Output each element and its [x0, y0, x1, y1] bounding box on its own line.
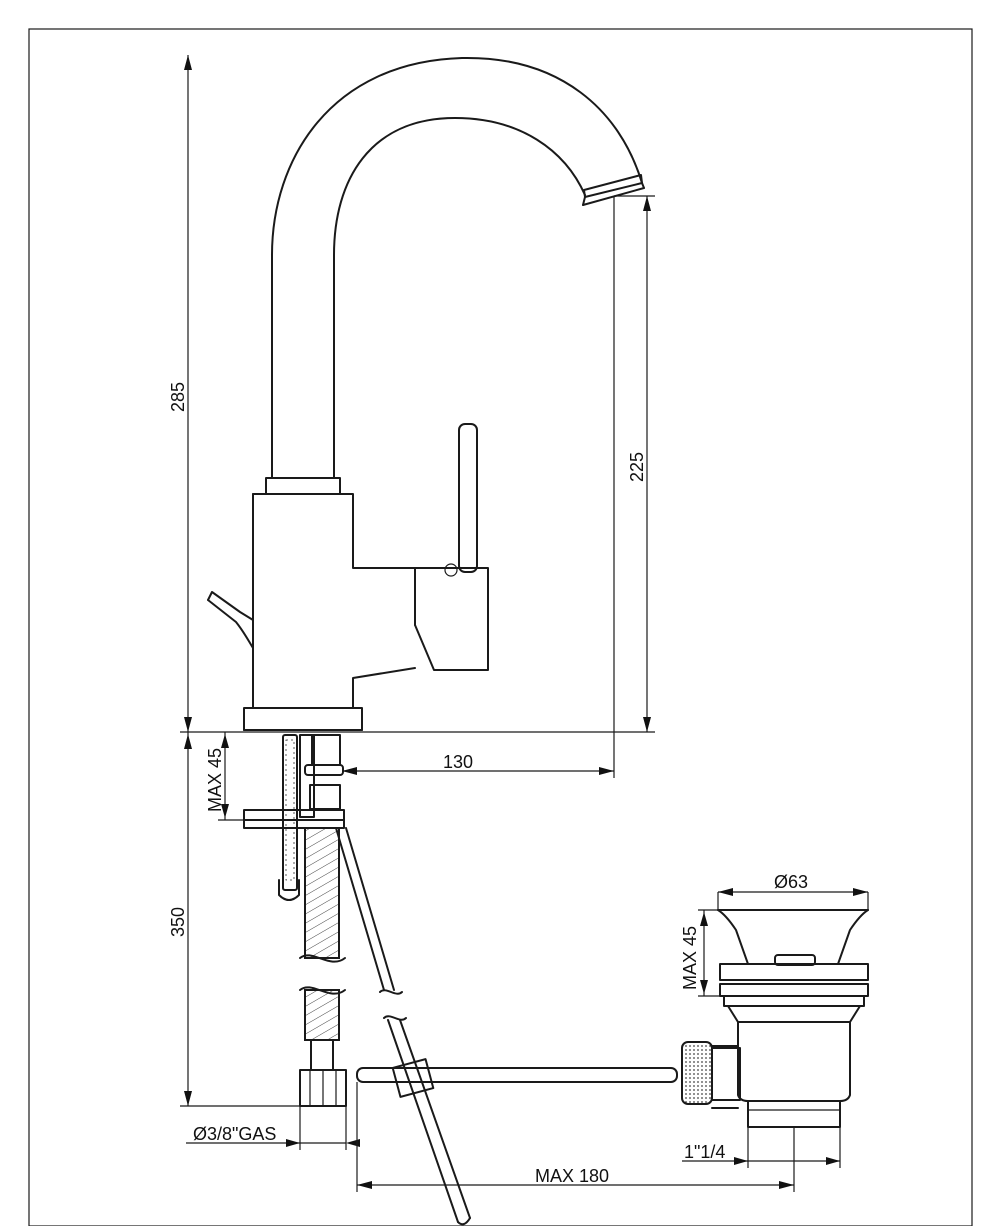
dim-hose-length: 350: [168, 907, 188, 937]
dim-waste-max-thickness: MAX 45: [680, 926, 700, 990]
dim-rod-max-length: MAX 180: [535, 1166, 609, 1186]
dim-supply-connection: Ø3/8"GAS: [193, 1124, 276, 1144]
pop-up-lever: [207, 591, 254, 649]
dim-spout-height: 225: [627, 452, 647, 482]
pull-rod: [335, 827, 471, 1226]
faucet-body: [243, 477, 416, 731]
dim-waste-thread: 1"1/4: [684, 1142, 725, 1162]
lever-handle: [414, 423, 489, 671]
mounting-parts: [243, 734, 345, 901]
faucet-spout: [271, 56, 645, 479]
dim-waste-diameter: Ø63: [774, 872, 808, 892]
dimension-lines: [180, 55, 869, 1192]
drawing-frame: [28, 28, 973, 1226]
dim-deck-max-thickness: MAX 45: [205, 748, 225, 812]
waste-assembly: [681, 909, 869, 1128]
dim-spout-reach: 130: [443, 752, 473, 772]
supply-hose: [299, 827, 347, 1107]
horizontal-rod: [356, 1067, 678, 1083]
dim-total-height: 285: [168, 382, 188, 412]
